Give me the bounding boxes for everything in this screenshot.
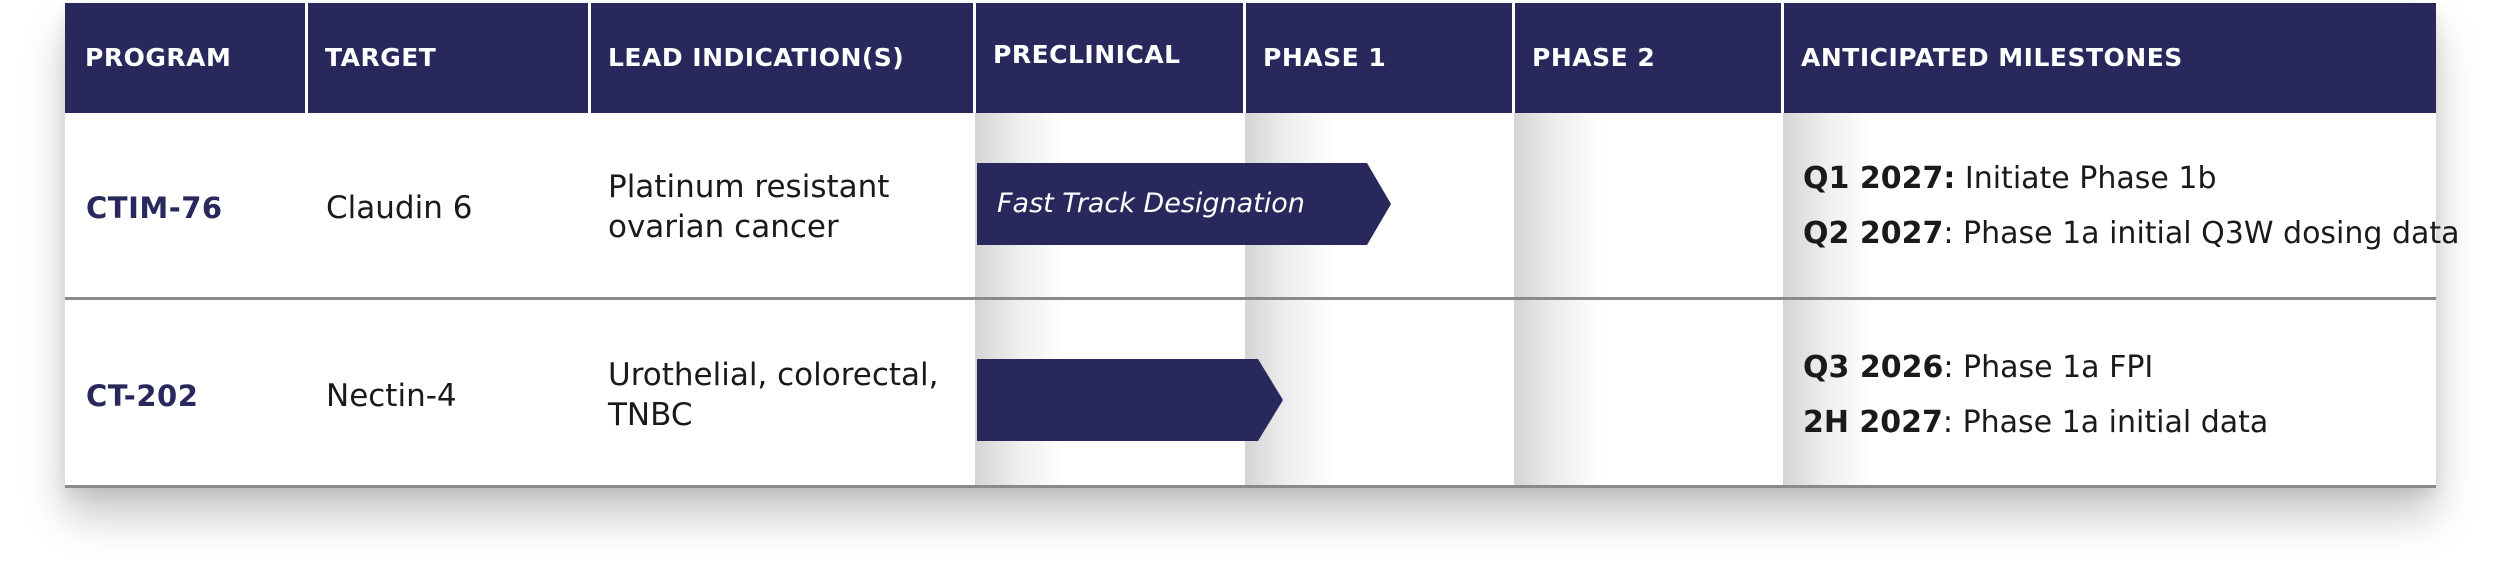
progress-arrow-ct-202 xyxy=(977,359,1283,441)
header-divider xyxy=(588,3,591,113)
header-phase-1: PHASE 1 xyxy=(1243,3,1512,113)
milestone-row-1-2: Q2 2027: Phase 1a initial Q3W dosing dat… xyxy=(1803,216,2460,251)
milestone-text: Initiate Phase 1b xyxy=(1955,161,2217,196)
row-divider xyxy=(65,297,2436,300)
pipeline-table: PROGRAM TARGET LEAD INDICATION(S) PRECLI… xyxy=(65,3,2460,488)
header-divider xyxy=(1243,3,1246,113)
header-phase-2: PHASE 2 xyxy=(1512,3,1781,113)
header-anticipated-milestones: ANTICIPATED MILESTONES xyxy=(1781,3,2436,113)
milestone-date: 2H 2027 xyxy=(1803,405,1943,440)
milestone-date: Q2 2027 xyxy=(1803,216,1944,251)
progress-arrow-ctim-76: Fast Track Designation xyxy=(977,163,1391,245)
column-shading-phase-2 xyxy=(1514,113,1604,488)
milestone-text: : Phase 1a FPI xyxy=(1943,350,2154,385)
program-ct-202: CT-202 xyxy=(86,379,199,413)
target-claudin-6: Claudin 6 xyxy=(326,190,473,226)
header-divider xyxy=(1781,3,1784,113)
header-target: TARGET xyxy=(305,3,588,113)
header-program: PROGRAM xyxy=(65,3,305,113)
milestone-row-2-1: Q3 2026: Phase 1a FPI xyxy=(1803,350,2153,385)
column-shading-milestones xyxy=(1783,113,1873,488)
indication-row-2: Urothelial, colorectal, TNBC xyxy=(608,357,939,433)
header-lead-indication: LEAD INDICATION(S) xyxy=(588,3,973,113)
header-preclinical: PRECLINICAL xyxy=(973,3,1243,113)
row-divider xyxy=(65,485,2436,488)
header-divider xyxy=(1512,3,1515,113)
milestone-row-1-1: Q1 2027: Initiate Phase 1b xyxy=(1803,161,2217,196)
header-divider xyxy=(973,3,976,113)
milestone-row-2-2: 2H 2027: Phase 1a initial data xyxy=(1803,405,2268,440)
indication-row-1: Platinum resistant ovarian cancer xyxy=(608,169,890,245)
milestone-text: : Phase 1a initial Q3W dosing data xyxy=(1943,216,2460,251)
milestone-date: Q3 2026 xyxy=(1803,350,1944,385)
program-ctim-76: CTIM-76 xyxy=(86,191,223,225)
milestone-date: Q1 2027: xyxy=(1803,161,1956,196)
milestone-text: : Phase 1a initial data xyxy=(1942,405,2269,440)
fast-track-label: Fast Track Designation xyxy=(997,188,1305,219)
target-nectin-4: Nectin-4 xyxy=(326,378,457,414)
header-divider xyxy=(305,3,308,113)
